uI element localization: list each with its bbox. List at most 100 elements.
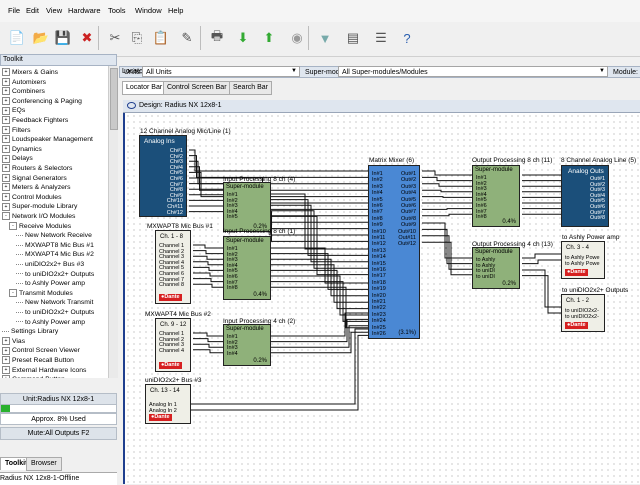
wire[interactable] <box>193 343 223 348</box>
matrix-out-port[interactable]: Out#6 <box>401 203 416 209</box>
ip1-in-port[interactable]: In#3 <box>227 203 238 210</box>
upload-button[interactable]: ⬆ <box>258 26 280 50</box>
uni-ch-port[interactable]: to uniDIO2x2- <box>565 308 599 314</box>
expand-icon[interactable]: + <box>2 77 10 86</box>
wire[interactable] <box>422 213 472 217</box>
filter-button[interactable]: ▼ <box>314 26 336 50</box>
matrix-in-port[interactable]: In#1 <box>372 171 383 177</box>
wire[interactable] <box>271 199 368 256</box>
ashly-ch-port[interactable]: to Ashly Powe <box>565 261 600 267</box>
analog-out-port[interactable]: Out#7 <box>590 209 605 216</box>
wire[interactable] <box>189 194 368 223</box>
wire[interactable] <box>522 259 561 265</box>
expand-icon[interactable]: + <box>2 356 10 365</box>
wire[interactable] <box>271 258 368 297</box>
uni-ch-port[interactable]: to uniDIO2x2- <box>565 314 599 320</box>
mxw4-ch-port[interactable]: Channel 2 <box>159 336 185 343</box>
menu-file[interactable]: File <box>8 6 21 15</box>
download-button[interactable]: ⬇ <box>232 26 254 50</box>
op1-in-port[interactable]: In#1 <box>476 175 487 181</box>
wire[interactable] <box>271 318 368 343</box>
ip2-in-port[interactable]: In#8 <box>227 285 238 292</box>
tree-item[interactable]: +Filters <box>2 125 31 136</box>
ip2-in-port[interactable]: In#6 <box>227 274 238 280</box>
wire[interactable] <box>271 204 368 263</box>
wire[interactable] <box>193 332 223 337</box>
mxw8-ch-port[interactable]: Channel 1 <box>159 243 185 249</box>
expand-icon[interactable]: + <box>2 68 10 77</box>
wire[interactable] <box>422 235 472 270</box>
op1-in-port[interactable]: In#3 <box>476 186 487 193</box>
ip2-in-port[interactable]: In#5 <box>227 268 238 275</box>
tree-item[interactable]: +Control Modules <box>2 193 62 203</box>
expand-icon[interactable]: + <box>2 154 10 163</box>
wire[interactable] <box>191 334 368 411</box>
tree-item[interactable]: +EQs <box>2 106 25 116</box>
units-select[interactable]: All Units▼ <box>142 66 300 77</box>
tree-item[interactable]: MXWAPT8 Mic Bus #1 <box>16 241 94 251</box>
analog-in-port[interactable]: Ch#1 <box>169 148 183 154</box>
ip2-in-port[interactable]: In#3 <box>227 257 238 264</box>
matrix-in-port[interactable]: In#22 <box>372 305 386 312</box>
menu-window[interactable]: Window <box>135 6 162 15</box>
matrix-in-port[interactable]: In#6 <box>372 203 383 209</box>
paste-button[interactable]: 📋 <box>150 26 172 50</box>
op2-in-port[interactable]: to Ashly <box>476 257 496 263</box>
tree-item[interactable]: +Control Screen Viewer <box>2 346 80 356</box>
analog-out-port[interactable]: Out#8 <box>590 215 605 222</box>
tree-item[interactable]: -Transmit Modules <box>9 289 73 299</box>
matrix-in-port[interactable]: In#16 <box>372 267 386 273</box>
tree-item[interactable]: uniDIO2x2+ Bus #3 <box>16 260 84 270</box>
expand-icon[interactable]: + <box>2 145 10 153</box>
matrix-out-port[interactable]: Out#12 <box>397 241 416 248</box>
matrix-in-port[interactable]: In#4 <box>372 190 383 197</box>
analog-out-port[interactable]: Out#5 <box>590 198 605 205</box>
ip3-in-port[interactable]: In#1 <box>227 334 238 340</box>
matrix-in-port[interactable]: In#24 <box>372 318 386 325</box>
matrix-in-port[interactable]: In#10 <box>372 228 386 235</box>
wire[interactable] <box>271 269 368 310</box>
tab-locator-bar[interactable]: Locator Bar <box>122 81 167 95</box>
wire[interactable] <box>271 264 368 303</box>
wire[interactable] <box>422 208 472 210</box>
tree-item[interactable]: +Conferencing & Paging <box>2 97 82 107</box>
tree-item[interactable]: to Ashly Power amp <box>16 318 85 328</box>
wire[interactable] <box>422 189 472 193</box>
matrix-out-port[interactable]: Out#4 <box>401 190 416 197</box>
matrix-out-port[interactable]: Out#9 <box>401 222 416 229</box>
analog-in-port[interactable]: Ch#10 <box>166 198 183 205</box>
ip2-in-port[interactable]: In#1 <box>227 246 238 252</box>
tree-item[interactable]: +External Hardware Icons <box>2 365 86 376</box>
mxw4-ch-port[interactable]: Channel 1 <box>159 331 185 337</box>
ip2-in-port[interactable]: In#7 <box>227 279 238 286</box>
wire[interactable] <box>522 269 561 308</box>
collapse-icon[interactable]: - <box>9 289 17 297</box>
matrix-in-port[interactable]: In#21 <box>372 299 386 305</box>
wire[interactable] <box>193 244 223 249</box>
op2-in-port[interactable]: to Ashly <box>476 262 496 269</box>
op1-in-port[interactable]: In#8 <box>476 214 487 221</box>
dio-ch-port[interactable]: Analog In 1 <box>149 402 177 408</box>
analog-out-port[interactable]: Out#3 <box>590 187 605 194</box>
matrix-in-port[interactable]: In#7 <box>372 209 383 216</box>
op1-in-port[interactable]: In#7 <box>476 208 487 215</box>
analog-in-port[interactable]: Ch#3 <box>169 159 183 166</box>
analog-out-port[interactable]: Out#4 <box>590 192 605 199</box>
analog-in-port[interactable]: Ch#12 <box>166 209 183 216</box>
matrix-in-port[interactable]: In#14 <box>372 254 386 261</box>
ashly-ch-port[interactable]: to Ashly Powe <box>565 255 600 261</box>
wire[interactable] <box>271 210 368 269</box>
ip3-in-port[interactable]: In#2 <box>227 339 238 346</box>
analog-in-port[interactable]: Ch#4 <box>169 164 183 171</box>
edit-button[interactable]: ✎ <box>176 26 198 50</box>
expand-icon[interactable]: + <box>2 375 10 378</box>
matrix-in-port[interactable]: In#25 <box>372 324 386 331</box>
wire[interactable] <box>193 338 223 343</box>
wire[interactable] <box>271 253 368 290</box>
tab-control-screen-bar[interactable]: Control Screen Bar <box>163 81 231 95</box>
ip2-in-port[interactable]: In#2 <box>227 251 238 258</box>
tree-item[interactable]: -Receive Modules <box>9 221 71 232</box>
matrix-out-port[interactable]: Out#2 <box>401 177 416 184</box>
